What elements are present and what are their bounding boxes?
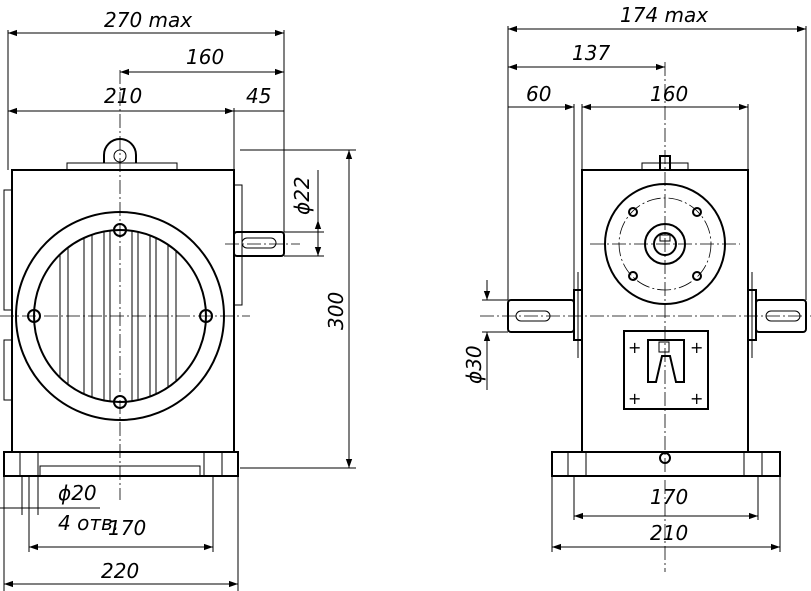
right-bolt-3 <box>628 271 638 281</box>
right-base <box>551 451 781 477</box>
right-view: + + + + 174 max 137 <box>462 3 811 572</box>
dim-60-text: 60 <box>526 82 551 106</box>
dim-45-text: 45 <box>246 84 271 108</box>
left-shaft-keyway <box>241 237 277 249</box>
left-base-mount-left <box>19 451 39 477</box>
nameplate-plus-4: + <box>690 389 703 408</box>
right-bolt-4 <box>692 271 702 281</box>
dim-170-left-text: 170 <box>108 516 146 540</box>
dim-phi22-text: ϕ22 <box>290 176 314 215</box>
left-base <box>3 451 239 477</box>
cooling-fins <box>59 230 177 402</box>
left-right-flange <box>233 184 243 306</box>
left-housing-side-bump-lower <box>3 339 13 401</box>
dim-4holes-text: 4 отв. <box>58 511 119 535</box>
dim-160-right-text: 160 <box>650 82 688 106</box>
left-top-cover <box>66 162 178 171</box>
dim-phi30-text: ϕ30 <box>462 345 486 384</box>
dim-300-text: 300 <box>324 292 348 330</box>
dim-160-text: 160 <box>186 45 224 69</box>
dim-174-text: 174 max <box>620 3 708 27</box>
right-nameplate-bracket <box>647 339 685 383</box>
dim-270-text: 270 max <box>104 8 192 32</box>
left-view: 270 max 160 210 45 ϕ22 300 ϕ20 4 отв. 17… <box>0 8 356 591</box>
dim-220-text: 220 <box>101 559 139 583</box>
nameplate-plus-2: + <box>690 338 703 357</box>
dim-137-text: 137 <box>572 41 610 65</box>
right-bolt-2 <box>692 207 702 217</box>
nameplate-plus-1: + <box>628 338 641 357</box>
dim-210-text: 210 <box>104 84 142 108</box>
right-nameplate <box>623 330 709 410</box>
left-housing-side-bump <box>3 189 13 311</box>
nameplate-plus-3: + <box>628 389 641 408</box>
dim-phi20-text: ϕ20 <box>58 481 97 505</box>
dim-210-right-text: 210 <box>650 521 688 545</box>
right-bolt-1 <box>628 207 638 217</box>
left-base-mount-right <box>203 451 223 477</box>
dim-170-right-text: 170 <box>650 485 688 509</box>
